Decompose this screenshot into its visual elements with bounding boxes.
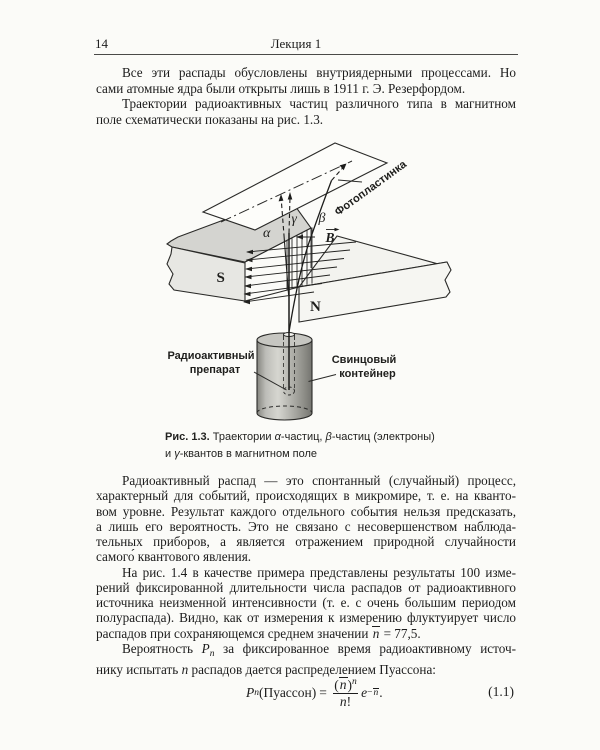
formula-lhs: (Пуассон) bbox=[259, 685, 317, 700]
radioactive-source bbox=[283, 386, 295, 396]
alpha-label: α bbox=[263, 226, 271, 241]
n-pole-label: N bbox=[310, 299, 321, 315]
formula-P: P bbox=[246, 685, 255, 700]
den-factorial: ! bbox=[346, 693, 352, 709]
equals-sign: = bbox=[319, 685, 327, 700]
probability-variable: P bbox=[201, 640, 210, 656]
caption-text: -частиц (электроны) bbox=[331, 431, 435, 443]
n-bar-variable: n bbox=[338, 677, 348, 693]
caption-number: Рис. 1.3. bbox=[165, 431, 210, 443]
caption-text: Траектории bbox=[209, 431, 275, 443]
exponent-n: n bbox=[352, 676, 357, 687]
text-block-top: Все эти распады обусловлены внутриядерны… bbox=[96, 65, 516, 127]
source-label-line2: препарат bbox=[190, 364, 241, 376]
text-block-bottom: Радиоактивный распад — это спонтанный (с… bbox=[96, 473, 516, 677]
gamma-label: γ bbox=[292, 211, 298, 226]
text-line: источника неизменной интенсивности (т. е… bbox=[96, 595, 516, 610]
s-pole-label: S bbox=[217, 270, 225, 286]
minus-sign: − bbox=[367, 687, 373, 698]
caption-text: и bbox=[165, 448, 175, 460]
text-line: Все эти распады обусловлены внутриядерны… bbox=[122, 65, 516, 80]
text-line: нику испытать n распадов дается распреде… bbox=[96, 662, 516, 677]
n-bar-variable: n bbox=[371, 625, 381, 641]
beta-trajectory bbox=[288, 180, 333, 333]
text-line: полураспада). Видно, как от измерения к … bbox=[96, 610, 516, 626]
e-exponent: −n bbox=[367, 687, 380, 699]
beta-label: β bbox=[318, 211, 326, 226]
lead-container bbox=[256, 332, 313, 421]
container-label-line2: контейнер bbox=[339, 368, 396, 380]
caption-alpha: α bbox=[274, 431, 281, 443]
text-line: Вероятность Pn за фиксированное время ра… bbox=[96, 641, 516, 662]
n-bar-variable: n bbox=[372, 687, 380, 698]
caption-text: -квантов в магнитном поле bbox=[179, 448, 318, 460]
magnet-n-block bbox=[244, 235, 452, 323]
text-line: Траектории радиоактивных частиц различно… bbox=[122, 96, 516, 112]
running-header: Лекция 1 bbox=[270, 36, 322, 51]
text-line: поле схематически показаны на рис. 1.3. bbox=[96, 111, 324, 127]
period: . bbox=[379, 685, 383, 700]
text-line: самого́ квантового явления. bbox=[96, 549, 252, 565]
text-run: = 77,5. bbox=[380, 625, 421, 641]
b-vector-label: B bbox=[325, 230, 335, 245]
caption-text: -частиц, bbox=[280, 431, 326, 443]
n-variable: n bbox=[181, 662, 189, 677]
trajectories bbox=[280, 166, 345, 390]
euler-e: e bbox=[361, 685, 368, 700]
denominator: n! bbox=[332, 692, 359, 710]
text-run: за фиксированное время радиоактивному ис… bbox=[214, 640, 516, 656]
alpha-trajectory bbox=[283, 237, 290, 296]
source-label-line1: Радиоактивный bbox=[167, 350, 254, 362]
text-run: нику испытать bbox=[96, 662, 182, 677]
text-line: сами атомные ядра были открыты лишь в 19… bbox=[96, 80, 466, 96]
text-run: распадов при сохраняющемся среднем значе… bbox=[96, 625, 372, 641]
numerator: (n)n bbox=[334, 677, 357, 693]
photo-plate bbox=[201, 142, 389, 231]
text-line: Радиоактивный распад — это спонтанный (с… bbox=[122, 473, 516, 488]
text-line: распадов при сохраняющемся среднем значе… bbox=[96, 625, 516, 641]
caption-line1: Рис. 1.3. Траектории α-частиц, β-частиц … bbox=[165, 429, 475, 446]
text-run: распадов дается распределением Пуассона: bbox=[188, 662, 436, 677]
text-run: Вероятность bbox=[122, 640, 202, 656]
paren: ( bbox=[334, 677, 339, 693]
den-n: n bbox=[339, 693, 347, 709]
page-number: 14 bbox=[95, 36, 108, 51]
text-line: а лишь его вероятность. Это не связано с… bbox=[96, 518, 516, 534]
text-line: характерный для событий, происходящих в … bbox=[96, 488, 516, 504]
figure-1-3: Фотопластинка α γ β B S N Радиоактивный … bbox=[166, 142, 452, 421]
subscript-n: n bbox=[209, 648, 215, 659]
b-vector-arrow-icon bbox=[326, 227, 340, 232]
text-line: вом уровне. Результат каждого отдельного… bbox=[96, 503, 516, 519]
pointer-lines bbox=[253, 179, 363, 391]
text-line: рений фиксированной длительности числа р… bbox=[96, 579, 516, 595]
equation-number: (1.1) bbox=[488, 684, 514, 699]
caption-gamma: γ bbox=[174, 448, 180, 460]
figure-caption: Рис. 1.3. Траектории α-частиц, β-частиц … bbox=[165, 429, 475, 463]
caption-line2: и γ-квантов в магнитном поле bbox=[165, 446, 475, 463]
container-label-line1: Свинцовый bbox=[332, 354, 397, 366]
plate-axis-line bbox=[220, 160, 353, 223]
text-line: На рис. 1.4 в качестве примера представл… bbox=[122, 564, 516, 580]
text-line: тельных приборов, а является отражением … bbox=[96, 534, 516, 549]
header-rule bbox=[94, 54, 518, 55]
formula-P-subscript: n bbox=[254, 688, 259, 698]
trajectory-arrowheads bbox=[278, 163, 347, 202]
paren: ) bbox=[347, 677, 353, 693]
field-line-arrows bbox=[243, 234, 357, 305]
caption-beta: β bbox=[325, 431, 332, 443]
